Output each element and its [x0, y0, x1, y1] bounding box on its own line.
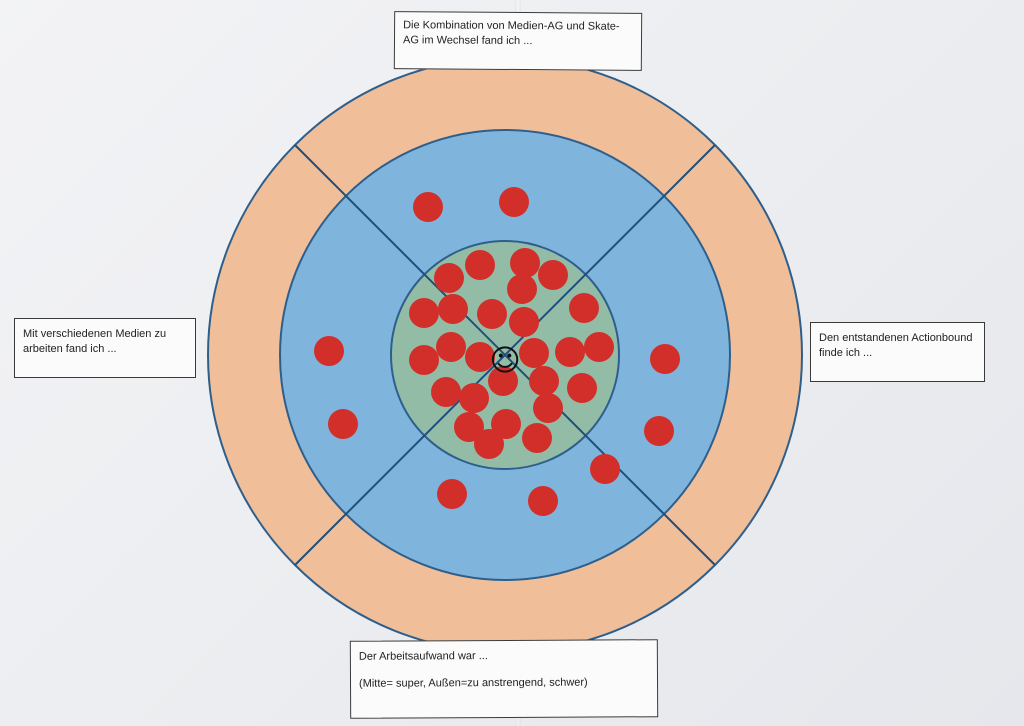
sticker-dot [584, 332, 614, 362]
sticker-dot [465, 342, 495, 372]
question-box-bottom: Der Arbeitsaufwand war ... (Mitte= super… [349, 639, 659, 719]
sticker-dot [431, 377, 461, 407]
sticker-dot [477, 299, 507, 329]
sticker-dot [644, 416, 674, 446]
sticker-dot [434, 263, 464, 293]
sticker-dot [528, 486, 558, 516]
center-smiley: ☺ [489, 344, 520, 379]
sticker-dot [438, 294, 468, 324]
sticker-dot [409, 345, 439, 375]
sticker-dot [488, 366, 518, 396]
sticker-dot [491, 409, 521, 439]
sticker-dot [409, 298, 439, 328]
sticker-dot [538, 260, 568, 290]
sticker-dot [522, 423, 552, 453]
sticker-dot [650, 344, 680, 374]
question-box-top: Die Kombination von Medien-AG und Skate-… [393, 11, 643, 71]
sector-dividers [289, 139, 721, 571]
sticker-dot [569, 293, 599, 323]
sticker-dot [474, 429, 504, 459]
sticker-dot [328, 409, 358, 439]
sticker-dot [519, 338, 549, 368]
sticker-dot [533, 393, 563, 423]
sticker-dot [509, 307, 539, 337]
question-right-text: Den entstandenen Actionbound finde ich .… [819, 332, 973, 359]
sticker-dot [510, 248, 540, 278]
sticker-dot [459, 383, 489, 413]
sticker-dot [437, 479, 467, 509]
question-box-right: Den entstandenen Actionbound finde ich .… [810, 322, 985, 382]
sticker-dot [454, 412, 484, 442]
sticker-dot [314, 336, 344, 366]
sticker-dot [567, 373, 597, 403]
scale-note: (Mitte= super, Außen=zu anstrengend, sch… [358, 676, 588, 690]
sticker-dot [529, 366, 559, 396]
sticker-dot [413, 192, 443, 222]
question-bottom-title: Der Arbeitsaufwand war ... [358, 650, 488, 663]
sticker-dot [507, 274, 537, 304]
divider-line-b [289, 139, 721, 571]
sticker-dot [436, 332, 466, 362]
question-left-text: Mit verschiedenen Medien zu arbeiten fan… [23, 328, 167, 355]
sticker-dot [590, 454, 620, 484]
sticker-dot [465, 250, 495, 280]
sticker-dot [555, 337, 585, 367]
dots-layer [314, 187, 680, 516]
question-box-left: Mit verschiedenen Medien zu arbeiten fan… [14, 318, 196, 378]
sticker-dot [499, 187, 529, 217]
question-top-text: Die Kombination von Medien-AG und Skate-… [402, 19, 620, 48]
